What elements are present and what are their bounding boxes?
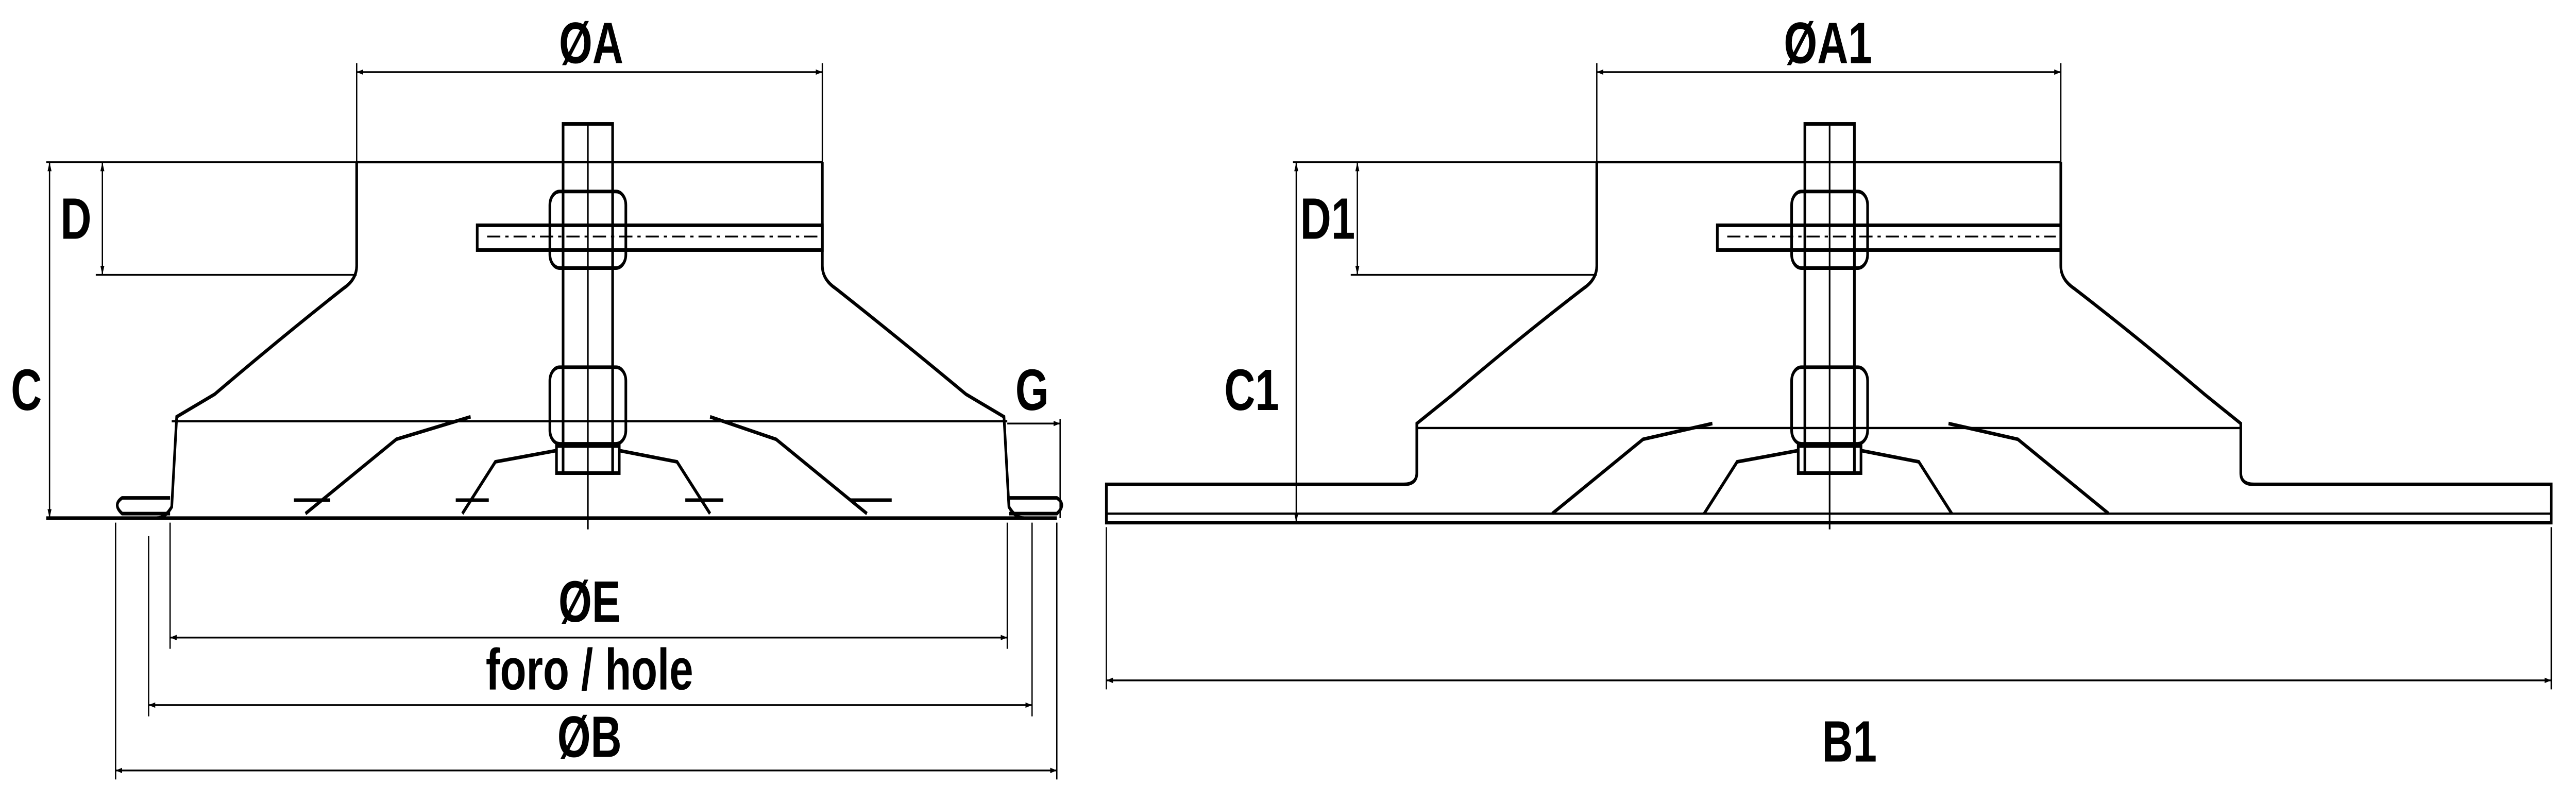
dimension-lines-right bbox=[1106, 63, 2552, 690]
dim-label-b1: B1 bbox=[1822, 709, 1877, 775]
dim-label-b: ØB bbox=[557, 705, 622, 770]
dim-label-c: C bbox=[11, 357, 42, 423]
dimension-lines-left bbox=[46, 63, 1061, 780]
diffuser-view-right: ØA1 D1 C1 B1 bbox=[1105, 11, 2553, 775]
dim-label-a: ØA bbox=[559, 11, 623, 76]
dim-label-d1: D1 bbox=[1300, 186, 1355, 252]
dim-label-g: G bbox=[1015, 357, 1049, 423]
dim-label-c1: C1 bbox=[1224, 357, 1279, 423]
dim-label-e: ØE bbox=[558, 570, 620, 635]
dim-label-a1: ØA1 bbox=[1784, 11, 1872, 76]
diffuser-view-left: ØA D C G ØE foro / hole ØB bbox=[11, 11, 1063, 780]
dim-label-d: D bbox=[60, 186, 91, 252]
diffuser-body bbox=[46, 122, 1063, 530]
dim-label-hole: foro / hole bbox=[486, 637, 693, 703]
diffuser-body-square bbox=[1105, 122, 2553, 530]
